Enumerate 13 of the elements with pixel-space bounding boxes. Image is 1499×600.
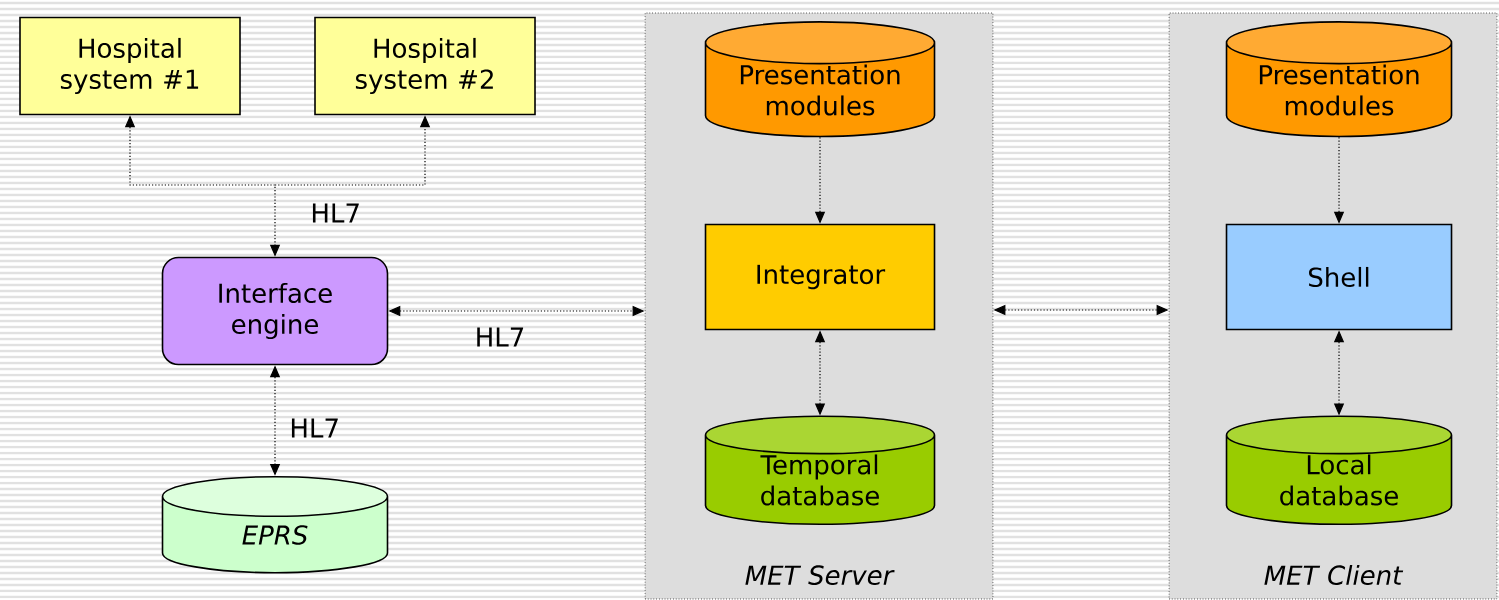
engine-box: Interface engine [161, 256, 389, 366]
shell-box: Shell [1225, 223, 1453, 331]
system-box: Hospital system #1 [19, 16, 241, 116]
integrator-box: Integrator [704, 223, 936, 331]
edge-label: HL7 [291, 418, 338, 438]
edge-label: HL7 [477, 327, 524, 347]
module-cylinder: Presentation modules [704, 21, 936, 138]
database-cylinder: Local database [1225, 415, 1453, 526]
module-cylinder: Presentation modules [1225, 21, 1453, 138]
system-box: Hospital system #2 [314, 16, 536, 116]
database-cylinder: EPRS [161, 475, 389, 574]
database-cylinder: Temporal database [704, 415, 936, 526]
edge-label: HL7 [312, 203, 359, 223]
